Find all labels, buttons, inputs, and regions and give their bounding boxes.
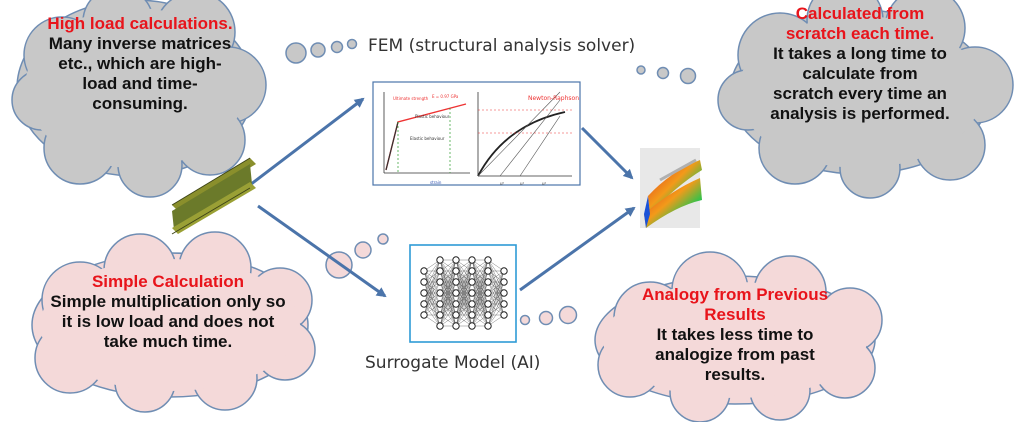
nn-node	[452, 278, 460, 286]
fem-label: FEM (structural analysis solver)	[368, 36, 636, 56]
nn-node	[484, 256, 492, 264]
svg-text:Elastic behaviour: Elastic behaviour	[410, 136, 445, 141]
flow-arrows	[245, 97, 636, 298]
nn-node	[500, 267, 508, 275]
svg-text:u⁰: u⁰	[500, 181, 505, 186]
thought-bubbles-fem-left	[285, 38, 358, 64]
nn-node	[452, 256, 460, 264]
nn-node	[420, 311, 428, 319]
nn-node	[484, 300, 492, 308]
nn-node	[436, 311, 444, 319]
input-beam-image	[171, 157, 256, 235]
nn-node	[468, 278, 476, 286]
nn-node	[484, 278, 492, 286]
fem-solver-figure: Ultimate strength E = 0.97 GPa Elastic b…	[372, 81, 581, 186]
cloud-fem-right-text: Calculated from scratch each time. It ta…	[770, 4, 950, 124]
cloud-ai-right-text: Analogy from Previous Results It takes l…	[625, 285, 845, 385]
nn-node	[436, 278, 444, 286]
nn-node	[484, 322, 492, 330]
arrow-beam-to-ai	[257, 204, 387, 298]
result-beam-image	[640, 148, 702, 228]
nn-node	[452, 289, 460, 297]
nn-node	[484, 289, 492, 297]
cloud-ai-left-body: Simple multiplication only so it is low …	[50, 292, 286, 351]
cloud-fem-right-body: It takes a long time to calculate from s…	[770, 44, 950, 123]
nn-node	[420, 278, 428, 286]
svg-text:Plastic behaviour: Plastic behaviour	[415, 114, 450, 119]
cloud-ai-right-heading: Analogy from Previous Results	[641, 285, 829, 324]
nn-node	[468, 311, 476, 319]
surrogate-label: Surrogate Model (AI)	[365, 353, 541, 373]
nn-node	[436, 322, 444, 330]
svg-text:u¹: u¹	[520, 181, 525, 186]
nn-node	[468, 300, 476, 308]
nn-node	[484, 267, 492, 275]
nn-node	[500, 300, 508, 308]
cloud-ai-right	[594, 251, 883, 422]
svg-text:E = 0.97 GPa: E = 0.97 GPa	[432, 94, 459, 99]
nn-node	[500, 311, 508, 319]
cloud-ai-right-body: It takes less time to analogize from pas…	[655, 325, 815, 384]
cloud-fem-left-heading: High load calculations.	[47, 14, 233, 33]
nn-node	[452, 300, 460, 308]
cloud-fem-left-body: Many inverse matrices etc., which are hi…	[48, 34, 232, 113]
thought-bubbles-fem-right	[636, 65, 697, 85]
thought-bubbles-ai-right	[519, 305, 578, 326]
cloud-fem-left-text: High load calculations. Many inverse mat…	[45, 14, 235, 114]
cloud-ai-left	[31, 231, 316, 413]
nn-node	[420, 300, 428, 308]
cloud-ai-left-text: Simple Calculation Simple multiplication…	[48, 272, 288, 352]
nn-node	[436, 267, 444, 275]
surrogate-nn-figure	[409, 244, 517, 343]
cloud-fem-left	[11, 0, 267, 198]
nn-node	[468, 322, 476, 330]
nn-node	[500, 278, 508, 286]
nn-node	[420, 289, 428, 297]
nn-node	[420, 267, 428, 275]
thought-bubbles-ai-left	[325, 233, 389, 279]
nn-node	[452, 322, 460, 330]
arrow-ai-to-result	[519, 206, 636, 292]
svg-text:u²: u²	[542, 181, 547, 186]
nn-node	[436, 256, 444, 264]
arrow-beam-to-fem	[245, 97, 365, 190]
nn-node	[452, 311, 460, 319]
nn-node	[468, 267, 476, 275]
nn-diagram	[420, 256, 508, 330]
nn-node	[500, 289, 508, 297]
cloud-ai-left-heading: Simple Calculation	[91, 272, 245, 291]
fem-plot-right-title: Newton-Raphson	[528, 95, 579, 102]
nn-node	[484, 311, 492, 319]
arrow-fem-to-result	[580, 126, 634, 180]
nn-node	[436, 300, 444, 308]
cloud-fem-right	[717, 0, 1014, 199]
svg-text:Ultimate strength: Ultimate strength	[393, 96, 429, 101]
svg-text:strain: strain	[430, 180, 442, 185]
nn-node	[468, 256, 476, 264]
cloud-fem-right-heading: Calculated from scratch each time.	[785, 4, 935, 43]
nn-node	[452, 267, 460, 275]
nn-node	[468, 289, 476, 297]
nn-node	[436, 289, 444, 297]
